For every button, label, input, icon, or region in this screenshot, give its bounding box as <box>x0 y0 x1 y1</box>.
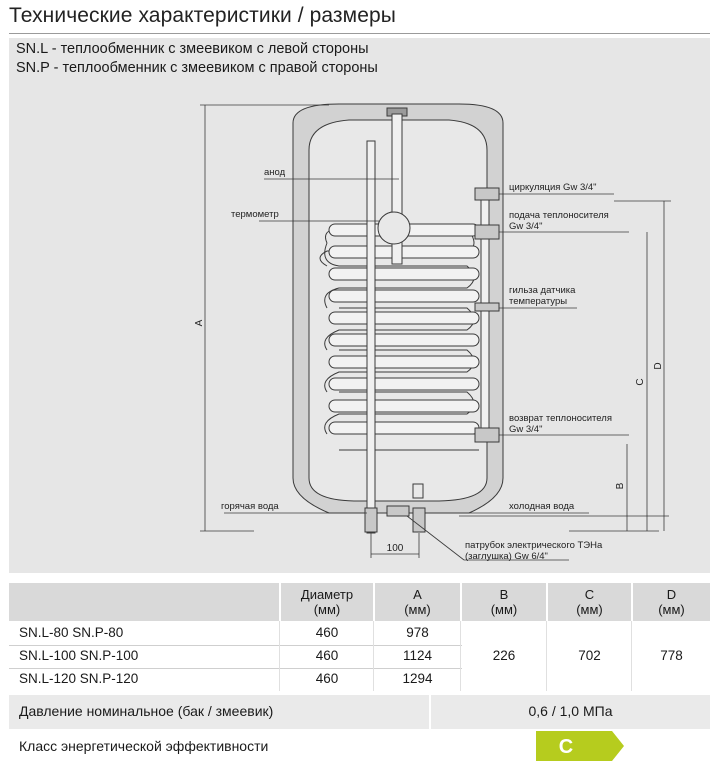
header-divider <box>631 583 633 621</box>
dimension-100 <box>370 533 420 558</box>
label-heater-1: патрубок электрического ТЭНа <box>465 540 603 551</box>
column-divider <box>373 621 374 691</box>
shared-d: 778 <box>660 648 683 663</box>
header-b: B (мм) <box>490 587 518 617</box>
heater-plug-top <box>412 483 424 499</box>
sensor-nozzle <box>474 302 500 312</box>
table-header-row <box>9 583 710 621</box>
label-supply-2: Gw 3/4" <box>509 221 542 232</box>
pressure-row: Давление номинальное (бак / змеевик) 0,6… <box>9 695 710 729</box>
energy-row: Класс энергетической эффективности C <box>9 729 710 765</box>
pressure-divider <box>429 695 431 729</box>
pressure-label: Давление номинальное (бак / змеевик) <box>19 703 274 719</box>
dimension-a-label: A <box>194 319 205 326</box>
header-divider <box>373 583 375 621</box>
energy-class-letter: C <box>559 736 573 758</box>
cold-water-inlet <box>412 507 426 533</box>
header-diameter: Диаметр (мм) <box>300 587 354 617</box>
row-2-diameter: 460 <box>315 648 339 663</box>
column-divider <box>460 621 461 691</box>
column-divider <box>279 621 280 691</box>
shared-c: 702 <box>578 648 601 663</box>
page-title: Технические характеристики / размеры <box>9 4 396 27</box>
column-divider <box>546 621 547 691</box>
hot-water-outlet <box>364 507 378 533</box>
label-sensor-1: гильза датчика <box>509 285 576 296</box>
label-heater-2: (заглушка) Gw 6/4" <box>465 551 548 562</box>
label-sensor-2: температуры <box>509 296 567 307</box>
label-thermometer: термометр <box>231 209 279 220</box>
pressure-value: 0,6 / 1,0 МПа <box>528 703 613 719</box>
label-return-2: Gw 3/4" <box>509 424 542 435</box>
return-nozzle <box>474 427 500 443</box>
row-1-model: SN.L-80 SN.P-80 <box>19 625 124 640</box>
label-circulation: циркуляция Gw 3/4" <box>509 182 597 193</box>
dimension-c-label: C <box>635 378 646 385</box>
label-return-1: возврат теплоносителя <box>509 413 612 424</box>
row-3-diameter: 460 <box>315 671 339 686</box>
dimension-b-label: B <box>615 482 626 489</box>
header-divider <box>460 583 462 621</box>
dimension-a <box>200 104 329 532</box>
row-2-model: SN.L-100 SN.P-100 <box>19 648 139 663</box>
supply-nozzle <box>474 224 500 240</box>
row-3-model: SN.L-120 SN.P-120 <box>19 671 139 686</box>
tank-diagram: A B C D 100 анод термометр горячая вода … <box>194 103 671 562</box>
subtitle-right-coil: SN.P - теплообменник с змеевиком с право… <box>16 60 378 76</box>
label-anode: анод <box>264 167 286 178</box>
title-divider <box>9 33 710 34</box>
header-divider <box>546 583 548 621</box>
label-supply-1: подача теплоносителя <box>509 210 609 221</box>
header-d: D (мм) <box>658 587 685 617</box>
dimension-d-label: D <box>653 362 664 369</box>
dimension-d <box>614 200 671 531</box>
leader-lines <box>224 178 669 561</box>
energy-class-badge: C <box>536 731 624 761</box>
column-divider <box>631 621 632 691</box>
row-divider <box>9 645 462 646</box>
diagram-panel: SN.L - теплообменник с змеевиком с левой… <box>9 38 710 573</box>
header-c: C (мм) <box>576 587 603 617</box>
label-cold-water: холодная вода <box>509 501 575 512</box>
dimension-100-label: 100 <box>387 543 404 554</box>
row-divider <box>9 668 462 669</box>
row-2-a: 1124 <box>402 648 433 663</box>
energy-label: Класс энергетической эффективности <box>19 738 269 754</box>
shared-b: 226 <box>492 648 516 663</box>
row-3-a: 1294 <box>402 671 433 686</box>
header-a: A (мм) <box>404 587 431 617</box>
row-1-a: 978 <box>406 625 429 640</box>
dimension-b <box>569 444 659 532</box>
label-hot-water: горячая вода <box>221 501 279 512</box>
heater-plug <box>386 505 410 517</box>
header-divider <box>279 583 281 621</box>
circulation-nozzle <box>474 187 500 201</box>
subtitle-left-coil: SN.L - теплообменник с змеевиком с левой… <box>16 41 369 57</box>
row-1-diameter: 460 <box>315 625 339 640</box>
